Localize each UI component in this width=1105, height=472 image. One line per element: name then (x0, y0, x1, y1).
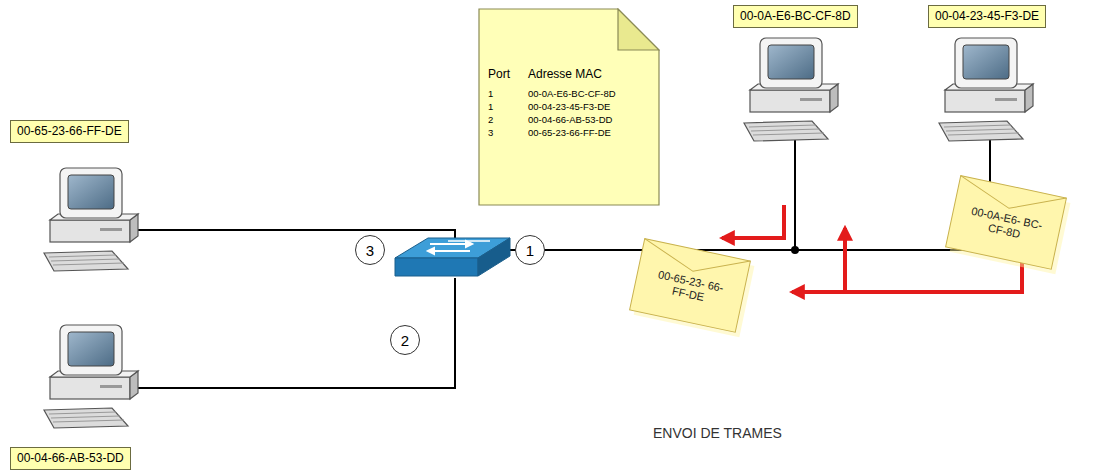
mac-address-tag: 00-04-23-45-F3-DE (928, 5, 1046, 28)
mac-table-note: Port Adresse MAC 1 00-0A-E6-BC-CF-8D 1 00-04-… (478, 8, 660, 206)
computer (44, 38, 1033, 428)
frame-envelope: 00-0A-E6- BC-CF-8D (944, 174, 1067, 270)
mac-address: 00-65-23-66-FF-DE (17, 124, 122, 138)
port-number-circle: 1 (515, 235, 545, 265)
table-cell: 00-04-66-AB-53-DD (528, 114, 652, 125)
table-cell: 00-0A-E6-BC-CF-8D (528, 88, 652, 99)
mac-address-tag: 00-65-23-66-FF-DE (10, 120, 129, 143)
mac-address-tag: 00-04-66-AB-53-DD (10, 447, 131, 470)
mac-address: 00-04-23-45-F3-DE (935, 9, 1039, 23)
callout-number: 3 (366, 242, 374, 259)
diagram-caption-label: ENVOI DE TRAMES (653, 425, 782, 441)
table-cell: 3 (488, 127, 522, 138)
table-cell: 1 (488, 101, 522, 112)
frame-envelope: 00-65-23- 66-FF-DE (628, 237, 751, 333)
mac-address: 00-04-66-AB-53-DD (17, 451, 124, 465)
table-cell: 00-04-23-45-F3-DE (528, 101, 652, 112)
table-header: Port (488, 66, 522, 82)
switch-symbol (395, 238, 510, 276)
table-cell: 1 (488, 88, 522, 99)
table-cell: 00-65-23-66-FF-DE (528, 127, 652, 138)
port-number-circle: 2 (390, 325, 420, 355)
table-cell: 2 (488, 114, 522, 125)
callout-number: 2 (401, 332, 409, 349)
callout-number: 1 (526, 242, 534, 259)
port-number-circle: 3 (355, 235, 385, 265)
mac-address: 00-0A-E6-BC-CF-8D (740, 9, 851, 23)
mac-address-tag: 00-0A-E6-BC-CF-8D (733, 5, 858, 28)
table-header: Adresse MAC (528, 66, 652, 82)
